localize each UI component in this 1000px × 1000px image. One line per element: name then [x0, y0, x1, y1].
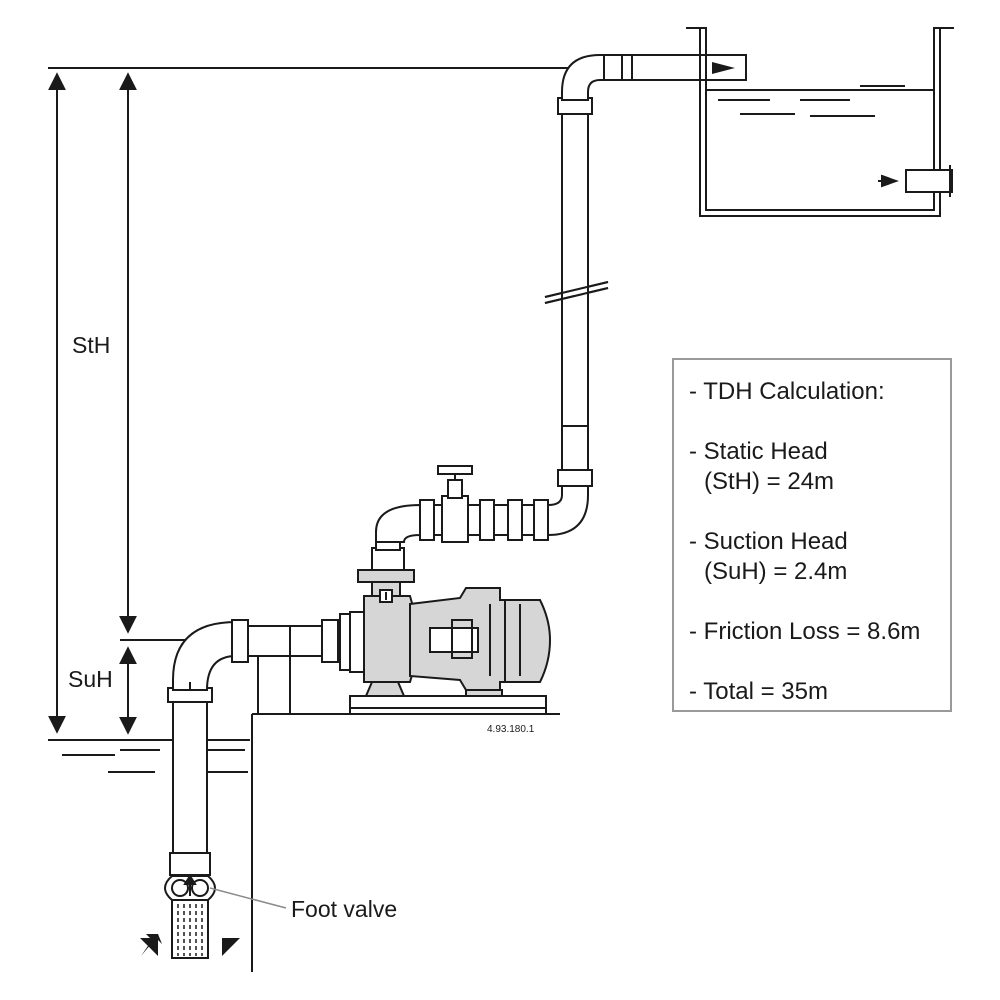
calc-suction-head-line1: - Suction Head	[689, 528, 848, 555]
suction-horizontal-pipe	[232, 612, 366, 714]
foot-valve-leader	[210, 888, 286, 908]
calc-title: - TDH Calculation:	[689, 378, 885, 405]
tank-water-surface	[706, 86, 934, 116]
pump	[358, 570, 550, 696]
tank-outlet	[878, 165, 952, 197]
calc-friction-loss: - Friction Loss = 8.6m	[689, 618, 921, 645]
suction-head-label: SuH	[68, 666, 113, 692]
suction-pipe	[168, 622, 236, 855]
static-head-label: StH	[72, 332, 111, 358]
tdh-calculation-box: - TDH Calculation: - Static Head (StH) =…	[672, 358, 952, 712]
inflow-arrow-right	[222, 938, 240, 956]
foot-valve	[165, 853, 215, 958]
calc-total: - Total = 35m	[689, 678, 828, 705]
inflow-arrow-left	[140, 934, 162, 956]
pump-base	[350, 696, 546, 714]
sump-water-surface	[48, 740, 250, 772]
calc-static-head-line2: (StH) = 24m	[704, 468, 835, 495]
calc-static-head-line1: - Static Head	[689, 438, 828, 465]
foot-valve-label: Foot valve	[291, 896, 398, 922]
sump-wall	[252, 714, 560, 972]
upper-tank	[686, 28, 954, 216]
pipe-break-marks	[545, 282, 608, 303]
drawing-code: 4.93.180.1	[487, 724, 535, 735]
outflow-arrow	[712, 62, 735, 74]
calc-suction-head-line2: (SuH) = 2.4m	[704, 558, 848, 585]
